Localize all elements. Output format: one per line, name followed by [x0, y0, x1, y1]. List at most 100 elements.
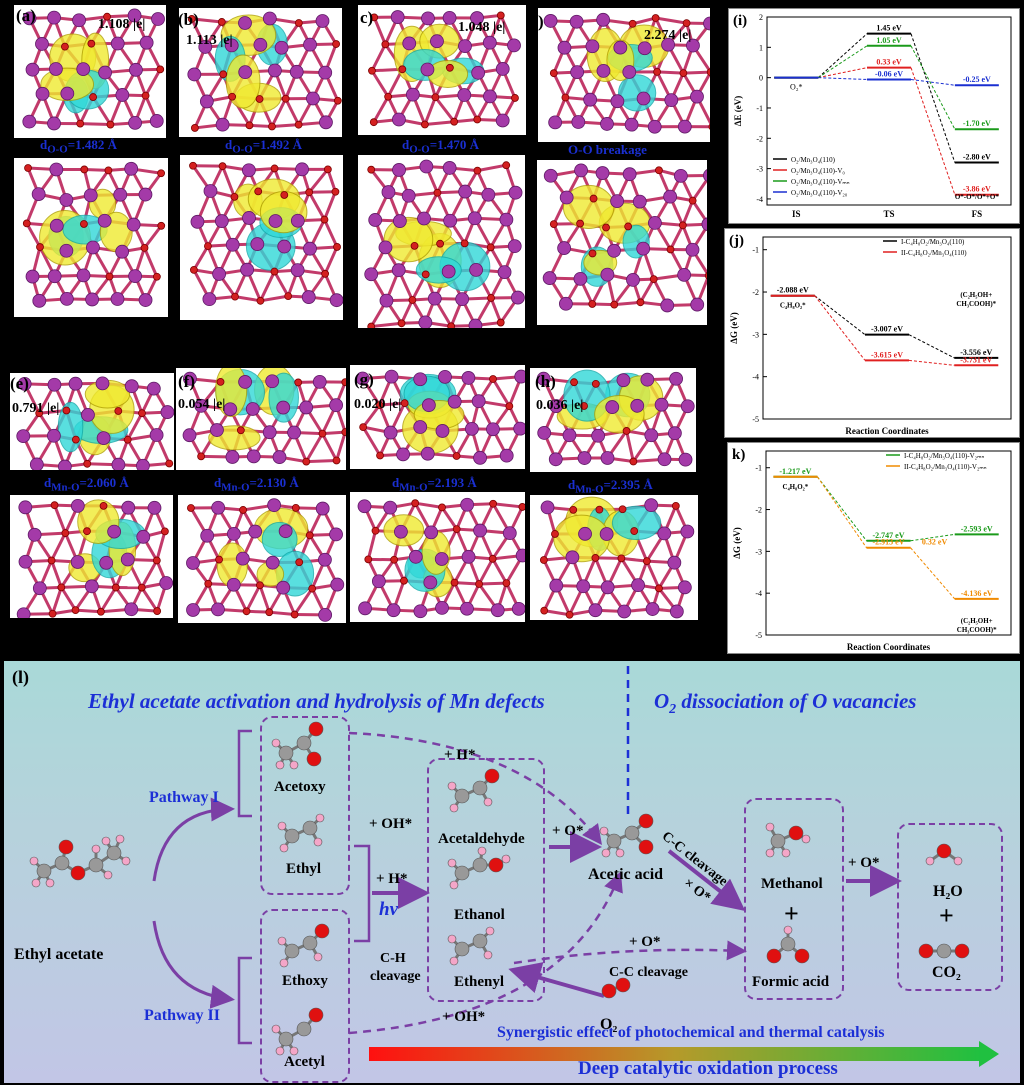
o-atom [486, 243, 495, 252]
o-atom [704, 272, 707, 280]
o-atom [688, 196, 697, 205]
mn-atom [471, 65, 486, 80]
atomic-structure [16, 498, 173, 618]
mn-atom [315, 501, 330, 516]
label-acetic-acid: Acetic acid [588, 866, 664, 883]
mol-atom [449, 956, 459, 966]
x-category-label: IS [792, 209, 801, 219]
bond [645, 560, 661, 589]
o-atom [61, 529, 70, 537]
mn-atom [513, 421, 525, 436]
state-label: (C₂H₅OH+ [961, 617, 993, 625]
mol-atom [454, 788, 470, 804]
label-o-2: + O* [629, 934, 661, 950]
o-atom [152, 272, 161, 281]
mn-atom [225, 237, 240, 252]
energy-value-label: 0.33 eV [876, 58, 902, 67]
mn-atom [678, 452, 693, 467]
mol-atom [121, 856, 131, 866]
distance-a: dO-O=1.482 Å [40, 137, 117, 156]
o-atom [305, 188, 314, 197]
scheme-label: (l) [12, 667, 29, 687]
bond [552, 72, 567, 99]
o-atom [368, 66, 376, 75]
mn-atom [578, 526, 592, 541]
gradient-arrowhead [979, 1041, 999, 1067]
label-acetaldehyde: Acetaldehyde [438, 831, 525, 847]
mn-atom [417, 211, 431, 226]
panel-d-top [537, 160, 707, 325]
mol-atom [58, 839, 74, 855]
mn-atom [701, 217, 707, 231]
o-atom [123, 435, 132, 444]
mn-atom [510, 290, 525, 305]
connector [817, 476, 867, 542]
mol-atom [447, 934, 457, 944]
o-atom [270, 164, 279, 173]
mn-atom [246, 449, 261, 464]
energy-value-label: -2.747 eV [873, 531, 905, 540]
o-atom [569, 505, 578, 514]
o-atom [622, 427, 631, 435]
o-atom [390, 555, 399, 564]
bond [221, 165, 236, 198]
charge-value-f: 0.054 |e| [178, 397, 226, 412]
o-atom [708, 123, 710, 130]
mn-atom [486, 422, 500, 437]
mn-atom [83, 188, 98, 203]
o-atom [318, 429, 327, 438]
o-atom [369, 118, 378, 127]
mol-atom [284, 828, 300, 844]
o-atom [371, 526, 380, 535]
mn-atom [392, 163, 406, 177]
mn-atom [384, 369, 399, 384]
mn-atom [481, 187, 496, 202]
mn-atom [49, 218, 64, 233]
o-atom [375, 401, 384, 410]
o-atom [231, 292, 239, 301]
mol-atom [788, 825, 804, 841]
connector [817, 33, 868, 79]
atomic-structure [536, 369, 695, 467]
label-methanol: Methanol [761, 876, 823, 892]
o-atom [473, 115, 482, 124]
label-acetyl: Acetyl [284, 1054, 325, 1070]
mol-atom [472, 933, 488, 949]
mn-atom [17, 376, 32, 391]
o-atom [160, 527, 169, 536]
bond [361, 426, 382, 457]
panel-label-e: (e) [10, 374, 29, 393]
state-label: (C₂H₅OH+ [960, 291, 992, 299]
y-tick-label: 1 [759, 43, 763, 52]
mn-atom [680, 524, 695, 539]
o-atom [35, 409, 44, 418]
mn-atom [663, 189, 678, 204]
mn-atom [278, 524, 293, 539]
mol-atom [936, 943, 952, 959]
o-atom [255, 95, 264, 103]
o-atom [570, 378, 578, 387]
reaction-scheme: (l) Ethyl acetate activation and hydroly… [4, 661, 1020, 1083]
distance-d: O-O breakage [568, 142, 647, 157]
mn-atom [595, 166, 610, 180]
y-axis-label: ΔE (eV) [733, 96, 743, 126]
y-tick-label: -4 [756, 195, 763, 204]
o-atom [666, 245, 675, 254]
mn-atom [434, 552, 449, 566]
mn-atom [401, 188, 416, 203]
o-atom [381, 40, 390, 49]
bond [50, 532, 67, 562]
distance-f: dMn-O=2.130 Å [214, 475, 299, 494]
bond [489, 297, 503, 324]
isosurface [40, 67, 95, 102]
atomic-structure [539, 496, 695, 619]
o-atom [496, 318, 505, 327]
o-atom [496, 11, 505, 20]
o-atom [157, 221, 166, 230]
energy-value-label: 1.45 eV [876, 24, 902, 33]
x-category-label: TS [883, 209, 894, 219]
o-atom [76, 119, 85, 128]
mn-atom [32, 581, 47, 596]
mn-atom [569, 14, 584, 29]
o-atom [588, 249, 597, 258]
